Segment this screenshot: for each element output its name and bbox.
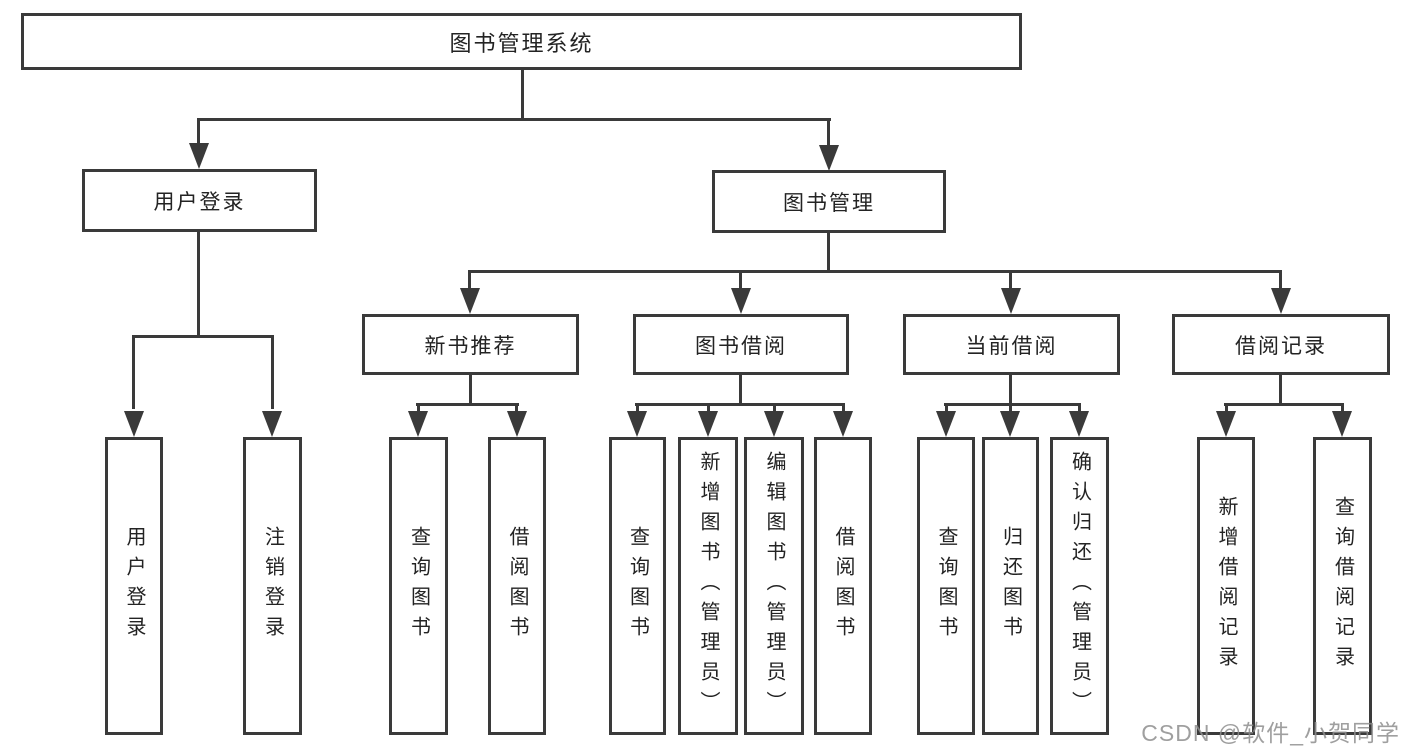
node-current-borrow: 当前借阅 (903, 314, 1120, 375)
connector-drop-borrow-record (1279, 270, 1282, 290)
connector-drop (773, 403, 776, 415)
connector-drop-user-login (197, 118, 200, 148)
connector-root-stub (521, 68, 524, 120)
arrowhead-down-icon (627, 411, 647, 437)
leaf-label: 确认归还（管理员） (1068, 451, 1091, 721)
arrowhead-down-icon (833, 411, 853, 437)
leaf-label: 查询图书 (935, 526, 957, 646)
node-new-book-recommend: 新书推荐 (362, 314, 579, 375)
leaf-return-books: 归还图书 (982, 437, 1039, 735)
arrowhead-down-icon (819, 145, 839, 171)
leaf-query-borrow-record: 查询借阅记录 (1313, 437, 1372, 735)
node-book-borrow-label: 图书借阅 (695, 334, 787, 358)
leaf-borrow-books-borrow: 借阅图书 (814, 437, 872, 735)
connector-drop (636, 403, 639, 415)
connector-drop (1078, 403, 1081, 415)
node-borrow-record: 借阅记录 (1172, 314, 1390, 375)
node-user-login-label: 用户登录 (153, 190, 246, 214)
arrowhead-down-icon (189, 143, 209, 169)
arrowhead-down-icon (1001, 288, 1021, 314)
connector-currentborrow-bar (944, 403, 1081, 406)
leaf-label: 新增借阅记录 (1215, 496, 1237, 676)
connector-drop (1341, 403, 1344, 415)
node-root-system: 图书管理系统 (21, 13, 1022, 70)
connector-drop (842, 403, 845, 415)
arrowhead-down-icon (1271, 288, 1291, 314)
leaf-label: 注销登录 (261, 526, 284, 646)
connector-bookborrow-bar (635, 403, 845, 406)
connector-borrowrecord-bar (1224, 403, 1344, 406)
leaf-label: 查询借阅记录 (1331, 496, 1354, 676)
connector-drop (1009, 403, 1012, 415)
node-borrow-record-label: 借阅记录 (1235, 334, 1327, 358)
arrowhead-down-icon (507, 411, 527, 437)
connector-drop-book-borrow (739, 270, 742, 290)
arrowhead-down-icon (408, 411, 428, 437)
connector-currentborrow-stub (1009, 373, 1012, 406)
node-new-book-recommend-label: 新书推荐 (424, 334, 517, 358)
connector-userlogin-stub (197, 230, 200, 338)
leaf-add-borrow-record: 新增借阅记录 (1197, 437, 1255, 735)
connector-drop-new-rec (468, 270, 471, 290)
leaf-label: 查询图书 (626, 526, 649, 646)
connector-userlogin-bar (132, 335, 274, 338)
connector-drop (945, 403, 948, 415)
arrowhead-down-icon (1332, 411, 1352, 437)
connector-bookmgmt-bar (468, 270, 1282, 273)
node-root-label: 图书管理系统 (449, 30, 594, 56)
leaf-confirm-return-admin: 确认归还（管理员） (1050, 437, 1109, 735)
connector-drop-current-borrow (1009, 270, 1012, 290)
node-book-management-label: 图书管理 (783, 191, 875, 215)
leaf-label: 借阅图书 (506, 526, 528, 646)
node-book-borrow: 图书借阅 (633, 314, 849, 375)
csdn-watermark: CSDN @软件_小贺同学 (1141, 720, 1400, 746)
leaf-label: 查询图书 (407, 526, 430, 646)
connector-bookborrow-stub (739, 373, 742, 406)
node-user-login: 用户登录 (82, 169, 317, 232)
connector-root-bar (197, 118, 831, 121)
leaf-query-books-borrow: 查询图书 (609, 437, 666, 735)
arrowhead-down-icon (1000, 411, 1020, 437)
connector-newrec-stub (469, 373, 472, 406)
connector-newrec-bar (416, 403, 519, 406)
connector-borrowrecord-stub (1279, 373, 1282, 406)
arrowhead-down-icon (124, 411, 144, 437)
connector-drop-book-mgmt (827, 118, 830, 148)
leaf-edit-books-admin: 编辑图书（管理员） (744, 437, 804, 735)
leaf-add-books-admin: 新增图书（管理员） (678, 437, 738, 735)
leaf-label: 编辑图书（管理员） (763, 451, 785, 721)
leaf-label: 用户登录 (123, 526, 145, 646)
node-current-borrow-label: 当前借阅 (965, 334, 1058, 358)
arrowhead-down-icon (731, 288, 751, 314)
connector-drop-leaf-logout (271, 335, 274, 409)
arrowhead-down-icon (936, 411, 956, 437)
leaf-borrow-books-newrec: 借阅图书 (488, 437, 546, 735)
arrowhead-down-icon (1216, 411, 1236, 437)
leaf-label: 借阅图书 (832, 526, 854, 646)
leaf-user-login: 用户登录 (105, 437, 163, 735)
arrowhead-down-icon (262, 411, 282, 437)
connector-drop (515, 403, 518, 415)
connector-drop (707, 403, 710, 415)
leaf-query-books-newrec: 查询图书 (389, 437, 448, 735)
arrowhead-down-icon (460, 288, 480, 314)
arrowhead-down-icon (1069, 411, 1089, 437)
arrowhead-down-icon (764, 411, 784, 437)
connector-bookmgmt-stub (827, 232, 830, 273)
leaf-label: 新增图书（管理员） (697, 451, 719, 721)
connector-drop (417, 403, 420, 415)
leaf-logout: 注销登录 (243, 437, 302, 735)
connector-drop (1225, 403, 1228, 415)
arrowhead-down-icon (698, 411, 718, 437)
node-book-management: 图书管理 (712, 170, 946, 233)
connector-drop-leaf-login (132, 335, 135, 409)
leaf-label: 归还图书 (999, 526, 1022, 646)
leaf-query-books-current: 查询图书 (917, 437, 975, 735)
